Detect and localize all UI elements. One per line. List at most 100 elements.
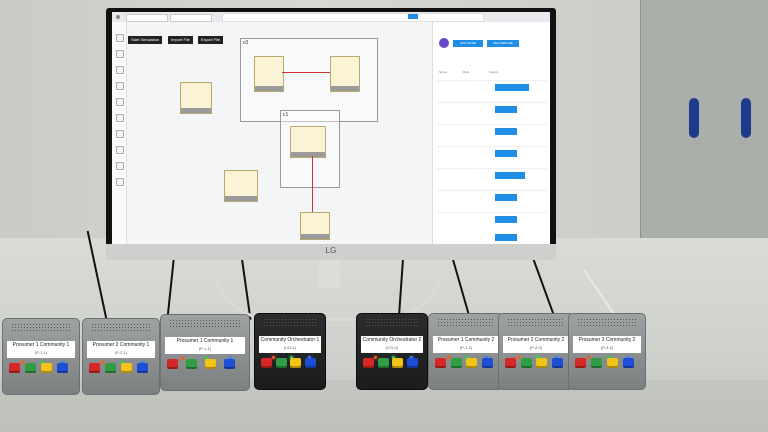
control-button[interactable] xyxy=(275,358,287,368)
row-action-button[interactable] xyxy=(495,128,517,135)
address-bar[interactable] xyxy=(222,13,484,22)
row-action-button[interactable] xyxy=(495,234,517,241)
browser-action-icon[interactable] xyxy=(408,14,418,19)
control-button[interactable] xyxy=(466,358,477,368)
diagram-node[interactable] xyxy=(300,212,330,240)
control-button[interactable] xyxy=(304,358,316,368)
control-button[interactable] xyxy=(9,363,20,373)
control-button[interactable] xyxy=(224,359,235,369)
control-button[interactable] xyxy=(121,363,132,373)
table-row[interactable] xyxy=(437,146,547,147)
control-button[interactable] xyxy=(186,359,197,369)
table-row[interactable] xyxy=(437,168,547,169)
speaker-grill xyxy=(11,323,71,333)
avatar[interactable] xyxy=(439,38,449,48)
control-button[interactable] xyxy=(167,359,178,369)
control-button[interactable] xyxy=(363,358,374,368)
status-led xyxy=(290,356,293,359)
device-name: Prosumer 2 Community 1 xyxy=(92,342,150,348)
status-led xyxy=(229,357,232,360)
status-led xyxy=(374,356,377,359)
control-button[interactable] xyxy=(551,358,563,368)
control-button[interactable] xyxy=(520,358,532,368)
control-button[interactable] xyxy=(261,358,272,368)
control-button[interactable] xyxy=(481,358,493,368)
row-action-button[interactable] xyxy=(495,106,517,113)
import-file-button[interactable]: Import File xyxy=(168,36,193,44)
browser-tab[interactable] xyxy=(170,14,212,22)
device-id: (P-2-2) xyxy=(529,345,543,350)
tool-icon[interactable] xyxy=(116,66,124,74)
device-name: Prosumer 2 Community 2 xyxy=(507,337,565,343)
control-button[interactable] xyxy=(105,363,116,373)
diagram-node[interactable] xyxy=(330,56,360,92)
table-row[interactable] xyxy=(437,124,547,125)
control-button[interactable] xyxy=(505,358,516,368)
row-action-button[interactable] xyxy=(495,84,529,91)
tool-icon[interactable] xyxy=(116,162,124,170)
diagram-node[interactable] xyxy=(290,126,326,158)
prosumer-device: Prosumer 3 Community 2(P-3-2) xyxy=(568,313,646,390)
device-id: (P-1-1) xyxy=(198,346,212,351)
status-led xyxy=(485,356,489,359)
control-button[interactable] xyxy=(137,363,148,373)
row-action-button[interactable] xyxy=(495,216,517,223)
status-led xyxy=(587,356,590,359)
control-button[interactable] xyxy=(607,358,618,368)
row-action-button[interactable] xyxy=(495,172,525,179)
window-dot xyxy=(116,15,120,19)
status-led xyxy=(466,356,469,359)
status-led xyxy=(627,356,630,359)
tool-icon[interactable] xyxy=(116,98,124,106)
diagram-node[interactable] xyxy=(254,56,284,92)
speaker-grill xyxy=(263,318,317,328)
control-button[interactable] xyxy=(536,358,547,368)
status-led xyxy=(536,356,539,359)
tool-icon[interactable] xyxy=(116,114,124,122)
control-button[interactable] xyxy=(575,358,586,368)
status-led xyxy=(21,361,24,364)
control-button[interactable] xyxy=(89,363,100,373)
control-button[interactable] xyxy=(41,363,52,373)
control-button[interactable] xyxy=(623,358,634,368)
control-button[interactable] xyxy=(377,358,389,368)
tool-icon[interactable] xyxy=(116,50,124,58)
control-button[interactable] xyxy=(591,358,602,368)
tool-icon[interactable] xyxy=(116,130,124,138)
control-button[interactable] xyxy=(406,358,418,368)
prosumer-device: Prosumer 1 Community 1(P-1-1) xyxy=(160,314,250,391)
decompose-button[interactable]: DECOMPOSE xyxy=(487,40,519,47)
group-label: c1 xyxy=(283,112,289,118)
row-action-button[interactable] xyxy=(495,194,517,201)
tool-icon[interactable] xyxy=(116,146,124,154)
browser-tab[interactable] xyxy=(126,14,168,22)
diagram-node[interactable] xyxy=(180,82,212,114)
diagram-node[interactable] xyxy=(224,170,258,202)
tool-icon[interactable] xyxy=(116,82,124,90)
prosumer-device: Prosumer 2 Community 1(P-2-1) xyxy=(82,318,160,395)
table-row[interactable] xyxy=(437,190,547,191)
door-handle xyxy=(689,98,699,138)
device-label: Prosumer 3 Community 2(P-3-2) xyxy=(573,336,641,353)
control-button[interactable] xyxy=(435,358,446,368)
control-button[interactable] xyxy=(57,363,68,373)
control-button[interactable] xyxy=(25,363,36,373)
table-row[interactable] xyxy=(437,80,547,81)
row-action-button[interactable] xyxy=(495,150,517,157)
speaker-grill xyxy=(577,318,637,328)
prosumer-device: Prosumer 2 Community 2 (P-2-2) xyxy=(498,313,574,390)
export-file-button[interactable]: Export File xyxy=(198,36,224,44)
control-button[interactable] xyxy=(290,358,301,368)
add-node-button[interactable]: ADD NODE xyxy=(453,40,483,47)
start-simulation-button[interactable]: Start Simulation xyxy=(128,36,163,44)
tool-icon[interactable] xyxy=(116,178,124,186)
control-button[interactable] xyxy=(205,359,216,369)
table-row[interactable] xyxy=(437,212,547,213)
status-led xyxy=(61,361,64,364)
device-name: Community Orchestrator 2 xyxy=(362,337,422,343)
tool-icon[interactable] xyxy=(116,34,124,42)
control-button[interactable] xyxy=(392,358,403,368)
browser-tabbar xyxy=(112,12,550,22)
control-button[interactable] xyxy=(450,358,462,368)
table-row[interactable] xyxy=(437,102,547,103)
